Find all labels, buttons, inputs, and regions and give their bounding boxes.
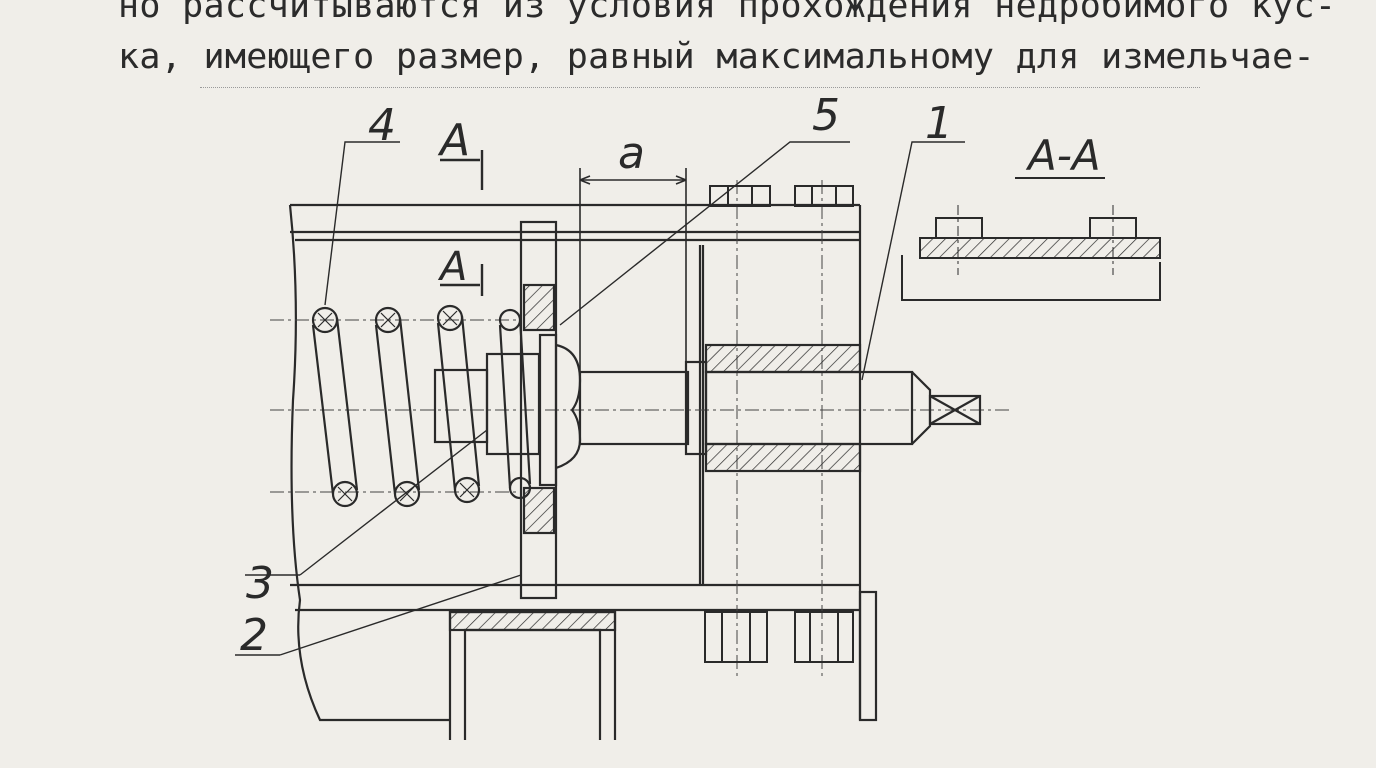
label-2: 2	[240, 610, 268, 661]
section-mark-top: A	[437, 115, 470, 166]
bolts	[704, 185, 854, 663]
label-4: 4	[368, 100, 396, 151]
body-text-line-2: ка, имеющего размер, равный максимальном…	[118, 37, 1315, 77]
body-text-line-1: но рассчитываются из условия прохождения…	[118, 0, 1337, 26]
section-a-a-view	[901, 177, 1161, 301]
springs	[311, 304, 532, 508]
centre-lines	[270, 180, 1010, 680]
separator-rule	[200, 87, 1200, 88]
label-5: 5	[812, 90, 840, 141]
label-a: a	[618, 128, 645, 179]
support-channel	[448, 610, 617, 740]
label-3: 3	[246, 558, 274, 609]
plate-2	[519, 220, 582, 600]
section-markers	[440, 150, 484, 296]
dimension-a	[579, 168, 687, 372]
section-mark-mid: A	[437, 244, 467, 290]
section-title: A-A	[1025, 131, 1101, 180]
leader-lines	[235, 141, 965, 656]
hub-and-shaft	[433, 343, 982, 473]
label-1: 1	[925, 98, 953, 149]
